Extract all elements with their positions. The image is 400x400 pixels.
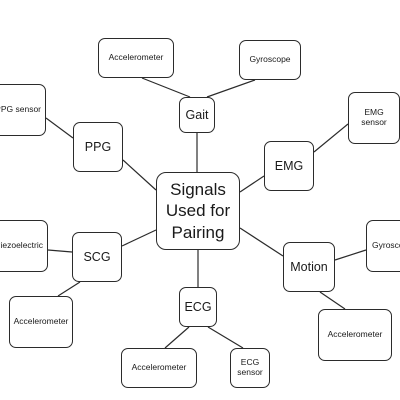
node-ecg: ECG [179, 287, 217, 327]
center-label-line-2: Used for [165, 201, 231, 221]
center-label-line-1: Signals [170, 180, 226, 200]
node-label: Gait [185, 107, 209, 122]
node-label: SCG [83, 249, 111, 264]
node-scg-piezoelectric: Piezoelectric [0, 220, 48, 272]
node-ppg: PPG [73, 122, 123, 172]
node-label-line-1: ECG [240, 357, 260, 368]
edge-center-emg [239, 175, 265, 193]
node-gait-accelerometer: Accelerometer [98, 38, 174, 78]
node-label: Accelerometer [131, 362, 187, 373]
edge-gait-gyroscope [206, 79, 256, 98]
node-scg: SCG [72, 232, 122, 282]
node-label: Accelerometer [13, 316, 69, 327]
node-label: PPG [84, 139, 112, 154]
node-label: Accelerometer [108, 52, 164, 63]
node-center-signals-used-for-pairing: Signals Used for Pairing [156, 172, 240, 250]
node-motion-gyroscope: Gyroscope [366, 220, 400, 272]
edge-center-scg [121, 229, 157, 247]
center-label-line-3: Pairing [171, 222, 225, 242]
edge-scg-accelerometer [57, 281, 81, 297]
edge-motion-accelerometer [319, 291, 346, 310]
node-label: ECG [184, 299, 212, 314]
node-gait-gyroscope: Gyroscope [239, 40, 301, 80]
node-ppg-sensor: PPG sensor [0, 84, 46, 136]
node-label: Gyroscope [249, 54, 291, 65]
node-label: Motion [290, 259, 328, 274]
node-label: Piezoelectric [0, 240, 43, 251]
node-motion: Motion [283, 242, 335, 292]
node-emg: EMG [264, 141, 314, 191]
node-emg-sensor: EMG sensor [348, 92, 400, 144]
edge-ecg-accelerometer [164, 326, 190, 349]
edge-center-ppg [122, 159, 157, 191]
node-label: Accelerometer [327, 329, 383, 340]
node-label-line-2: sensor [237, 367, 263, 377]
node-label: EMG [274, 158, 304, 173]
node-label: Gyroscope [372, 240, 400, 251]
edge-center-motion [239, 227, 284, 257]
edge-scg-piezoelectric [47, 249, 73, 253]
node-ecg-sensor: ECG sensor [230, 348, 270, 388]
edge-ppg-sensor [45, 117, 74, 139]
edge-gait-accelerometer [141, 77, 191, 98]
node-label: PPG sensor [0, 104, 41, 115]
edge-emg-sensor [313, 123, 349, 153]
node-scg-accelerometer: Accelerometer [9, 296, 73, 348]
node-label-line-2: sensor [361, 117, 387, 127]
node-gait: Gait [179, 97, 215, 133]
node-ecg-accelerometer: Accelerometer [121, 348, 197, 388]
node-label-line-1: EMG [364, 107, 384, 118]
node-motion-accelerometer: Accelerometer [318, 309, 392, 361]
edge-ecg-sensor [207, 326, 244, 349]
edge-motion-gyroscope [334, 249, 367, 261]
